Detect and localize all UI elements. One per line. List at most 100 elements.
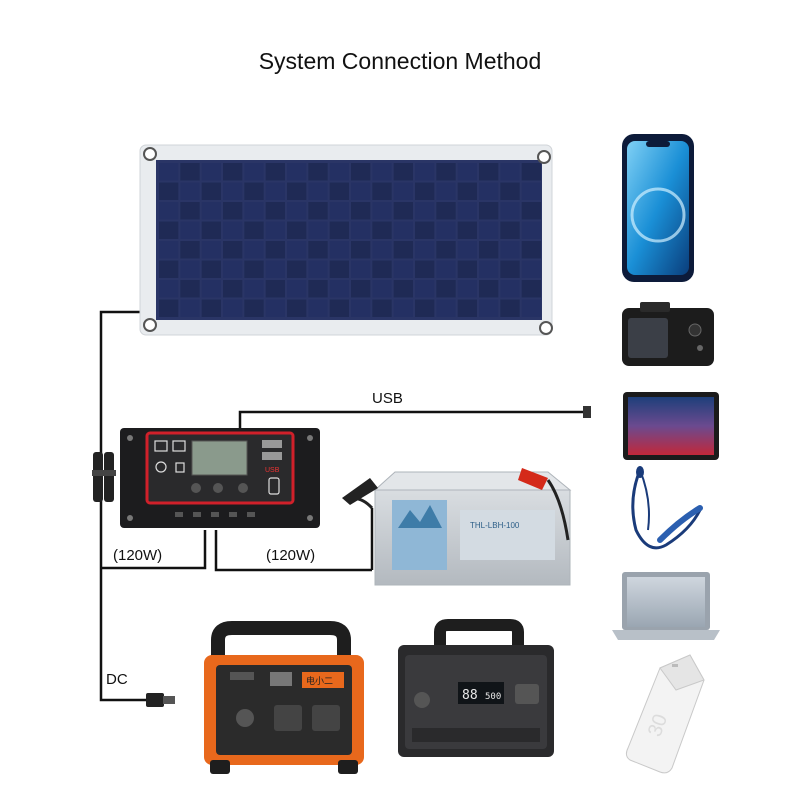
solar-cell [265,182,285,200]
charge-controller [120,428,320,528]
solar-cell [287,241,307,259]
solar-cell [436,299,456,317]
solar-cell [223,280,243,298]
diagram-title: System Connection Method [258,48,542,74]
solar-cell [223,241,243,259]
solar-cell [244,299,264,317]
solar-cell [415,280,435,298]
solar-cell [244,280,264,298]
solar-cell [329,202,349,220]
solar-cell [521,163,541,181]
solar-cell [308,163,328,181]
solar-cell [265,202,285,220]
solar-cell [393,260,413,278]
solar-cell [351,202,371,220]
solar-cell [201,221,221,239]
solar-cell [500,163,520,181]
solar-cell [351,163,371,181]
solar-cell [521,202,541,220]
solar-cell [287,260,307,278]
neckband-earphones [631,466,703,550]
dc-label: DC [106,671,128,688]
solar-cell [223,182,243,200]
solar-cell [457,260,477,278]
solar-cell [287,202,307,220]
solar-cell [415,221,435,239]
solar-cell [329,280,349,298]
solar-cell [436,241,456,259]
solar-cell [479,260,499,278]
solar-cell [436,280,456,298]
solar-cell [351,280,371,298]
solar-cell [372,202,392,220]
left-power-label: (120W) [113,547,163,564]
solar-cell [372,280,392,298]
solar-cell [308,260,328,278]
power-bank [625,654,705,774]
solar-cell [351,221,371,239]
solar-cell [479,280,499,298]
tablet [623,392,719,460]
solar-cell [265,163,285,181]
solar-cell [223,221,243,239]
solar-cell [308,299,328,317]
solar-cell [265,241,285,259]
usb-wire [238,410,585,428]
solar-cell [479,299,499,317]
camera [622,302,714,366]
solar-cell [159,241,179,259]
solar-cell [372,241,392,259]
solar-cell [308,221,328,239]
solar-cell [159,299,179,317]
solar-cell [351,241,371,259]
solar-cell [521,241,541,259]
mc4-connectors [92,452,116,502]
solar-cell [372,299,392,317]
solar-cell [393,182,413,200]
solar-cell [180,260,200,278]
solar-cell [180,182,200,200]
solar-cell [287,299,307,317]
solar-cell [479,221,499,239]
solar-cell [159,280,179,298]
solar-cell [415,182,435,200]
solar-cell [457,182,477,200]
solar-cell [372,221,392,239]
solar-cell [500,241,520,259]
solar-cell [287,280,307,298]
solar-cell [393,163,413,181]
solar-cell [436,163,456,181]
solar-cell [287,163,307,181]
wires [99,310,585,702]
laptop [612,572,720,640]
solar-cell [180,241,200,259]
solar-cell [201,280,221,298]
solar-cell [521,182,541,200]
solar-cell [329,221,349,239]
solar-cell [180,221,200,239]
solar-cell [415,241,435,259]
solar-cell [521,221,541,239]
solar-cell [180,163,200,181]
usb-plug [583,406,591,418]
solar-cell [201,299,221,317]
solar-cell [521,280,541,298]
battery [342,468,572,586]
panel-to-controller-wire [99,310,150,702]
solar-cell [265,221,285,239]
solar-cell [287,221,307,239]
solar-cell [308,182,328,200]
solar-cell [436,260,456,278]
solar-cell [201,182,221,200]
solar-cell [329,182,349,200]
usb-label: USB [372,390,403,407]
solar-cell [500,221,520,239]
solar-cell [244,260,264,278]
power-station-left [204,621,364,774]
solar-cell [159,163,179,181]
solar-cell [265,260,285,278]
right-power-label: (120W) [266,547,316,564]
smartphone [622,134,694,282]
